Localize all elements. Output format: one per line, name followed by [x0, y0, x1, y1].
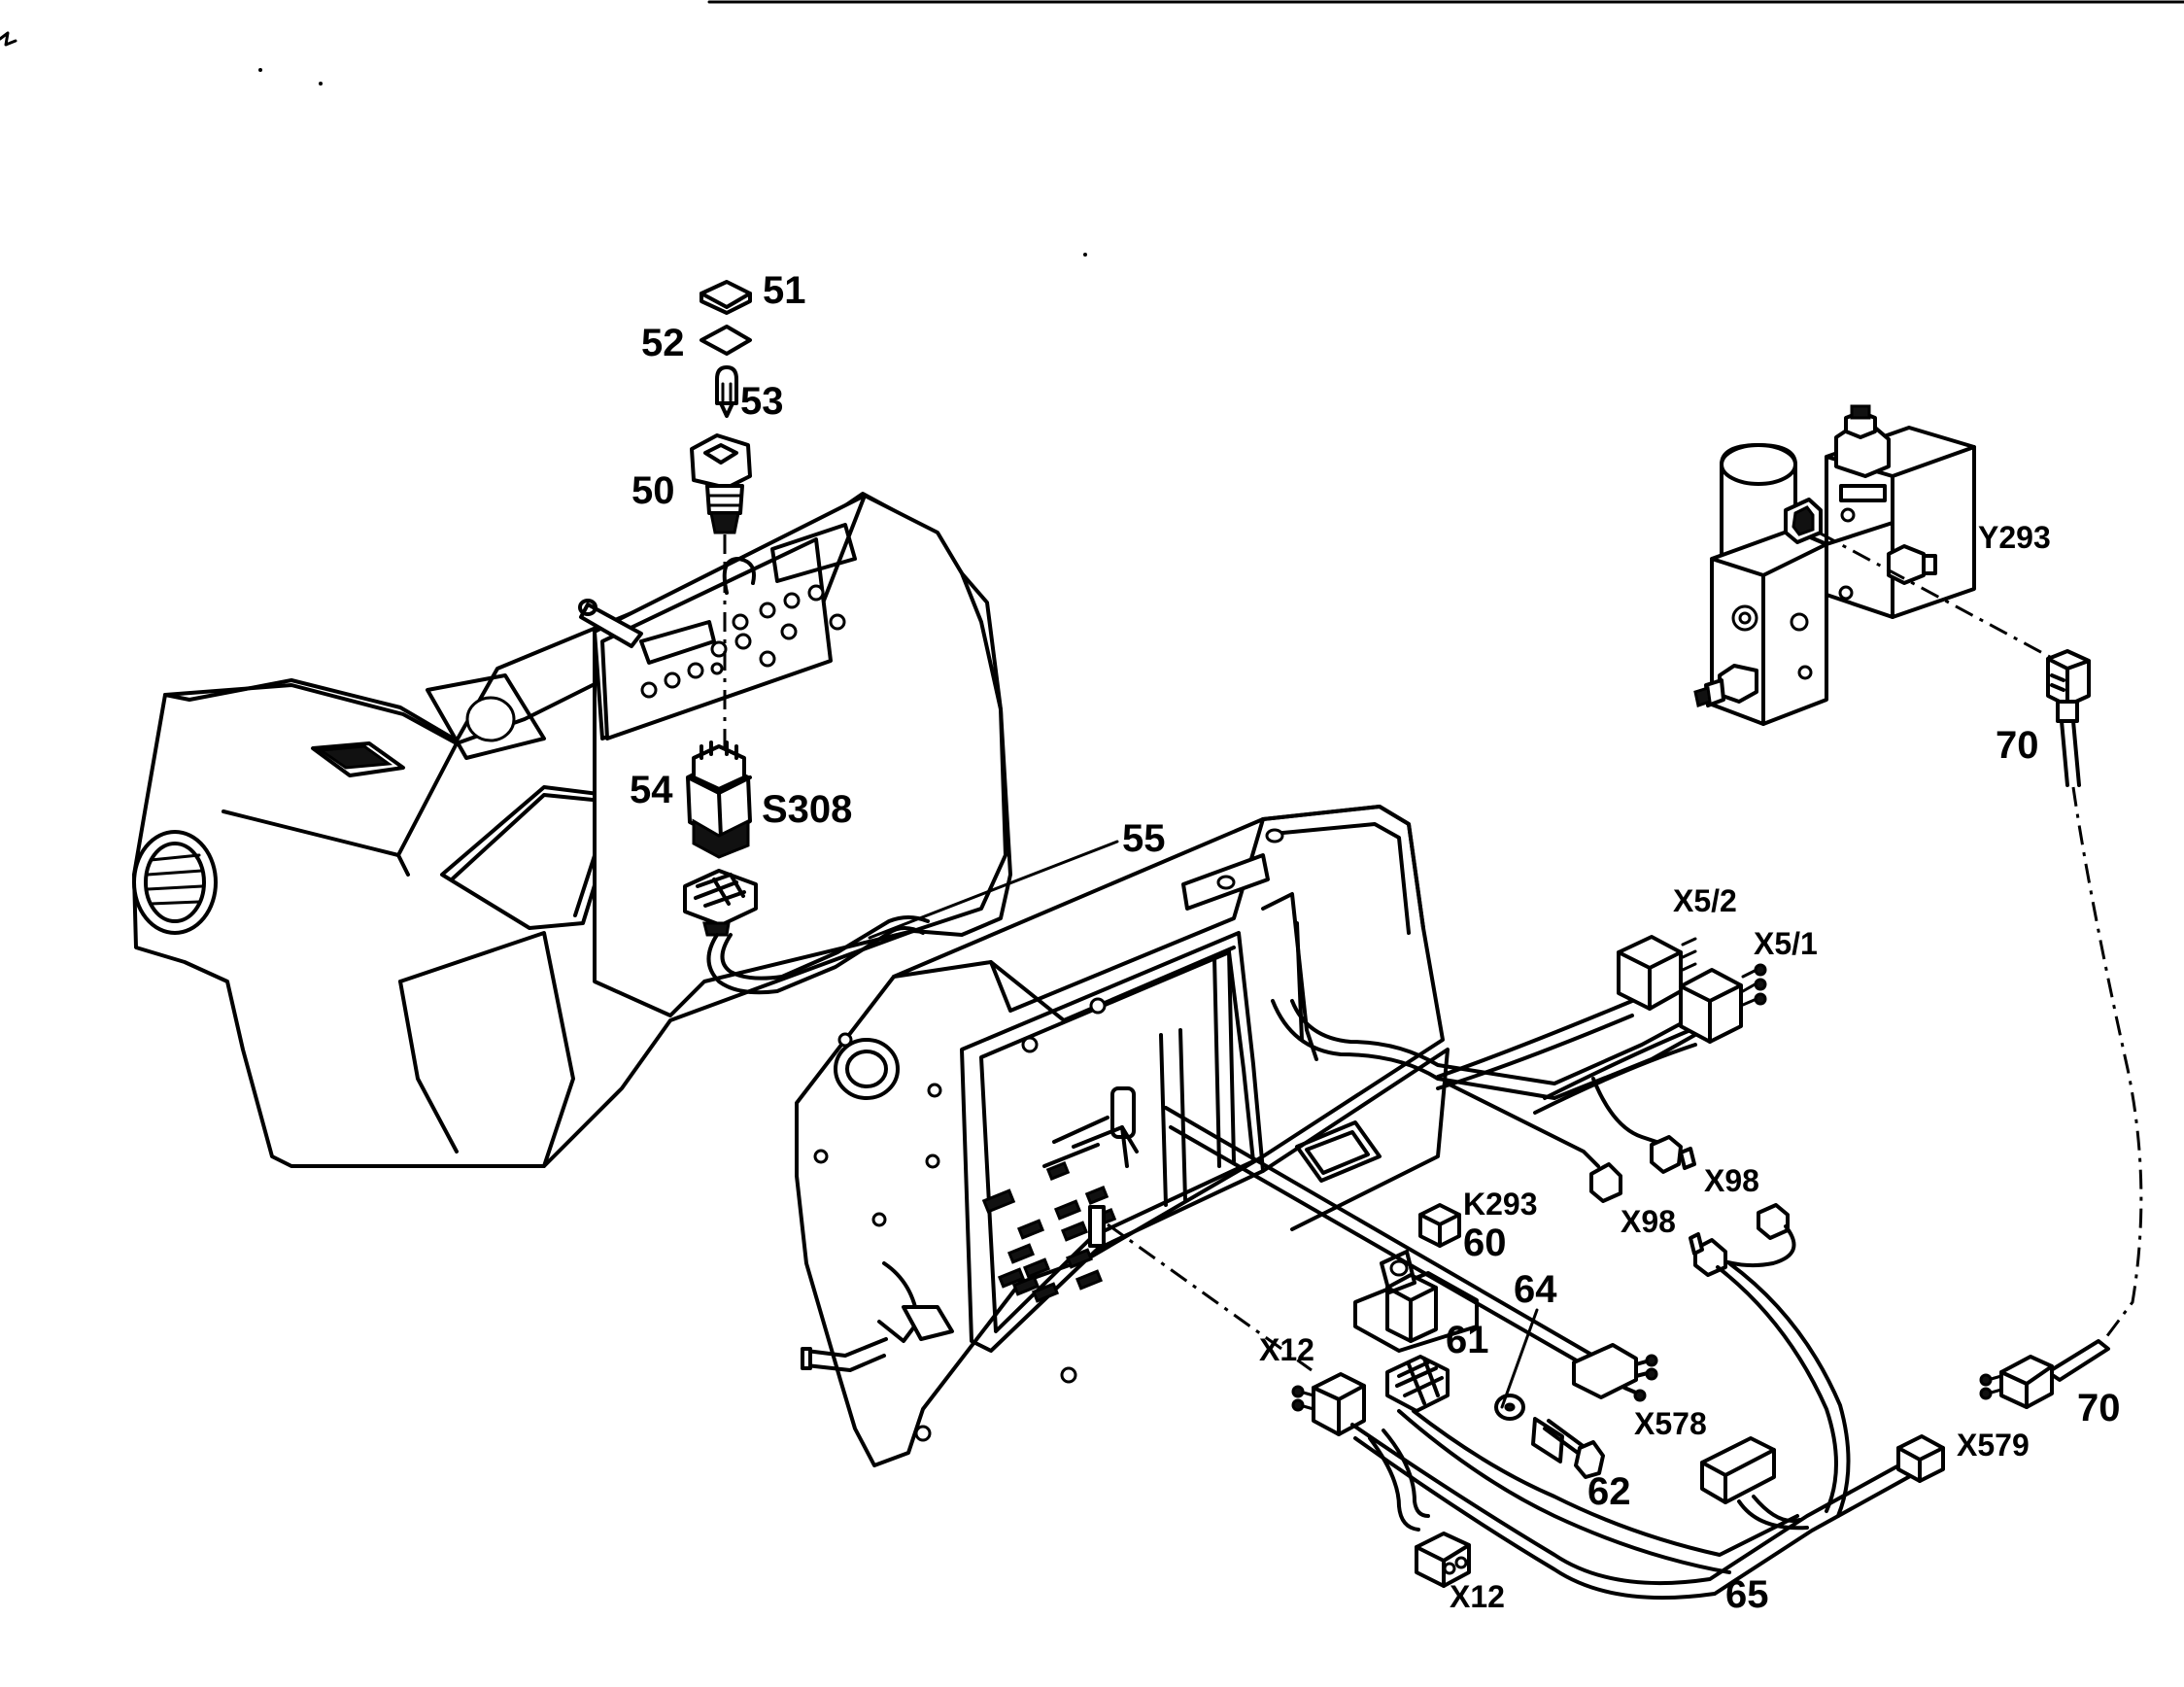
- label-65: 65: [1725, 1573, 1769, 1616]
- label-53: 53: [740, 380, 784, 423]
- relay-k293-assembly: [1353, 1203, 1658, 1479]
- frame-box: [795, 805, 1702, 1467]
- label-x98-left: X98: [1621, 1204, 1676, 1239]
- connector-x98-right: [1650, 1135, 1683, 1174]
- label-62: 62: [1587, 1470, 1631, 1513]
- label-k293: K293: [1463, 1187, 1538, 1222]
- label-50: 50: [631, 469, 675, 512]
- valve-y293: [1693, 404, 2051, 726]
- wire-harness-65: [1107, 1222, 1945, 1601]
- bulb-53: [715, 365, 738, 405]
- label-70-top: 70: [1996, 724, 2039, 767]
- frame-hole-large: [834, 1038, 900, 1100]
- label-51: 51: [763, 269, 806, 312]
- connectors-x5: [1436, 935, 1767, 1115]
- label-70-bottom: 70: [2077, 1387, 2121, 1429]
- label-x5-1: X5/1: [1754, 926, 1818, 961]
- label-54: 54: [630, 769, 673, 811]
- switch-assembly: [683, 280, 1119, 995]
- connector-x578: [1572, 1343, 1638, 1399]
- lens-52: [700, 325, 752, 356]
- label-x12-upper: X12: [1259, 1332, 1314, 1367]
- label-y293: Y293: [1978, 520, 2051, 555]
- label-x578: X578: [1634, 1406, 1707, 1441]
- panel-button-holes: [640, 584, 846, 699]
- control-console-housing: [132, 492, 1012, 1168]
- switch-panel-plate: [600, 537, 833, 740]
- label-64: 64: [1514, 1268, 1557, 1311]
- plug-70: [1979, 649, 2143, 1409]
- connector-x98-left: [1589, 1162, 1622, 1203]
- connector-x98-plug: [1757, 1203, 1790, 1240]
- label-x579: X579: [1957, 1428, 2030, 1463]
- label-x5-2: X5/2: [1673, 883, 1737, 918]
- connectors-x98: [1446, 1077, 1796, 1277]
- scan-specks: [0, 31, 1087, 257]
- part-labels: 51 52 53 50 54 S308 55 Y293 70 X5/2 X5/1…: [630, 269, 2121, 1616]
- label-x98-right: X98: [1704, 1163, 1759, 1198]
- label-s308: S308: [762, 788, 852, 831]
- label-61: 61: [1446, 1319, 1489, 1361]
- bolt-62: [1531, 1417, 1564, 1463]
- label-x12-lower: X12: [1450, 1579, 1505, 1614]
- circuit-board: [981, 1086, 1139, 1303]
- label-60: 60: [1463, 1222, 1507, 1264]
- label-55: 55: [1122, 817, 1166, 860]
- label-52: 52: [641, 322, 685, 364]
